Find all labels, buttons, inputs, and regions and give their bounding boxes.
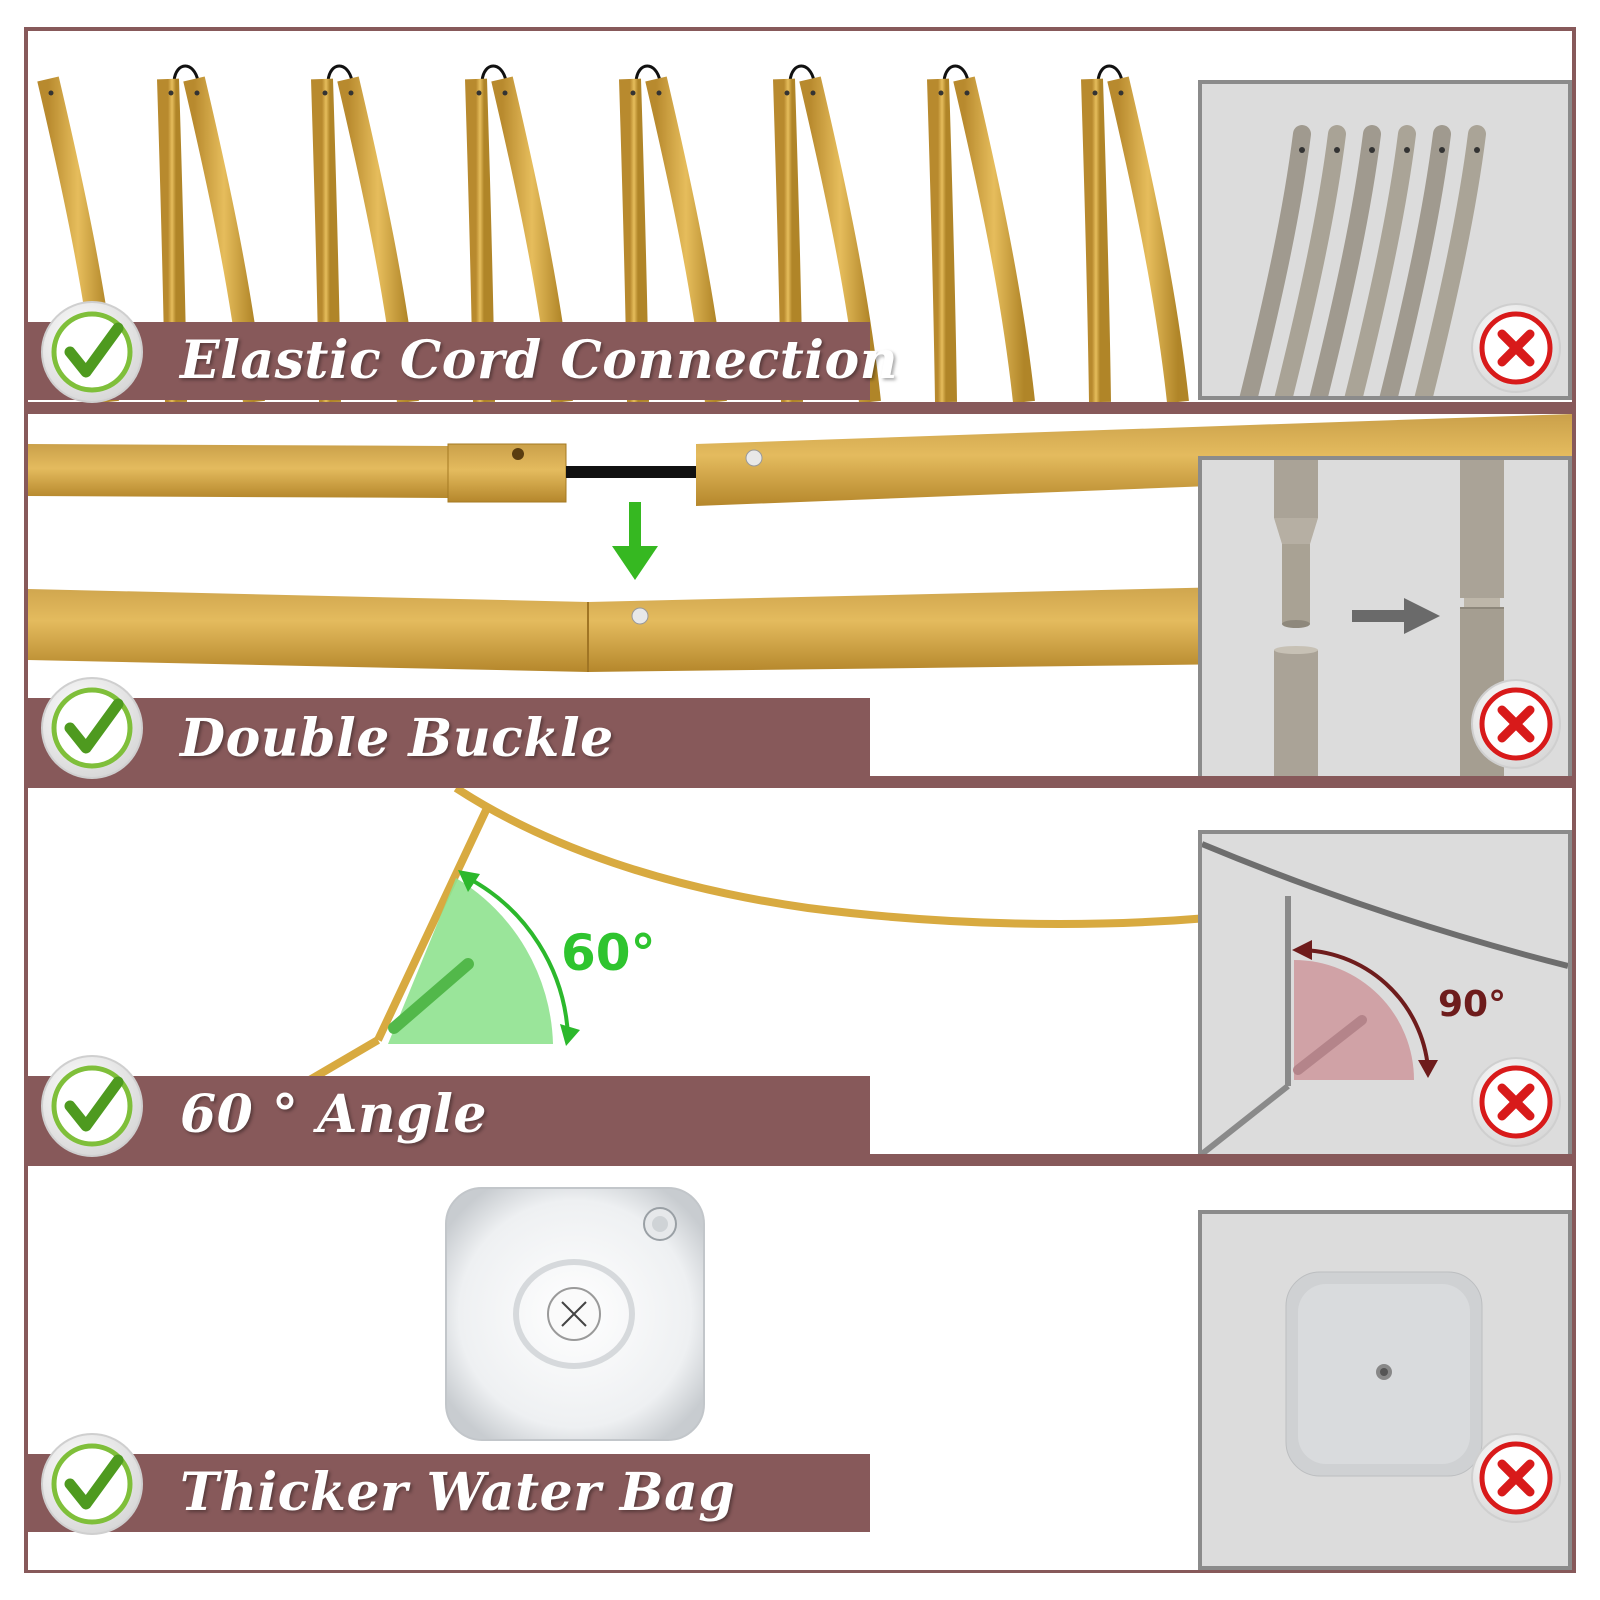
label-bar-bag: [28, 1454, 870, 1532]
label-bar-angle: [28, 1076, 870, 1154]
check-icon: [38, 674, 146, 782]
label-bar-elastic: [28, 322, 870, 400]
arrow-down-icon: [612, 502, 658, 580]
angle-label-good: 60°: [561, 924, 656, 982]
x-icon: [1468, 1430, 1564, 1526]
divider-2: [24, 776, 1576, 788]
feature-label-elastic: Elastic Cord Connection: [180, 330, 899, 391]
x-icon: [1468, 676, 1564, 772]
x-icon: [1468, 1054, 1564, 1150]
feature-label-angle: 60 ° Angle: [180, 1084, 487, 1145]
check-icon: [38, 298, 146, 406]
x-icon: [1468, 300, 1564, 396]
angle-label-bad: 90°: [1438, 984, 1507, 1025]
buckle-illustration: [28, 414, 1572, 672]
thin-water-bag: [1285, 1271, 1483, 1477]
gray-frame-angle: [1202, 841, 1568, 1154]
feature-label-buckle: Double Buckle: [180, 708, 614, 769]
gray-pole-bundle: [1239, 125, 1486, 396]
arrow-right-icon: [1352, 598, 1440, 634]
water-bag-image: [445, 1187, 705, 1441]
divider-1: [24, 402, 1576, 414]
check-icon: [38, 1430, 146, 1538]
divider-3: [24, 1154, 1576, 1166]
label-bar-buckle: [28, 698, 870, 776]
check-icon: [38, 1052, 146, 1160]
feature-label-bag: Thicker Water Bag: [180, 1462, 736, 1523]
